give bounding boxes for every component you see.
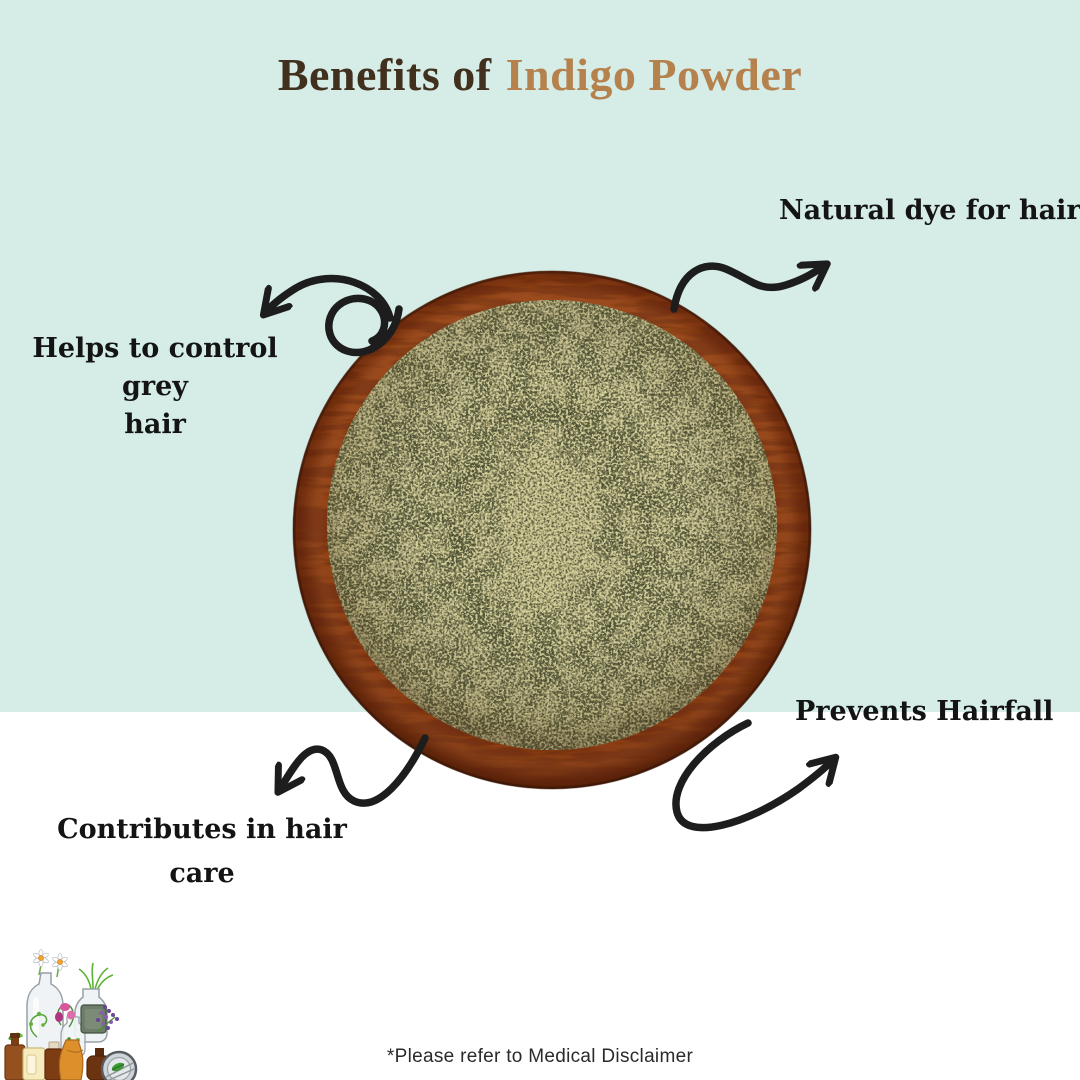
logo-grass: [78, 962, 114, 991]
medical-disclaimer-note: *Please refer to Medical Disclaimer: [386, 1046, 694, 1067]
page-title: Benefits of Indigo Powder: [0, 48, 1080, 101]
benefit-label-line: Contributes in hair: [57, 814, 347, 845]
benefit-label-line: care: [169, 858, 235, 889]
logo-magnifier-lid: [100, 1050, 138, 1080]
indigo-powder: [327, 300, 777, 750]
indigo-powder-bowl-image: [292, 270, 812, 790]
benefit-label-line: Helps to control grey: [32, 333, 278, 402]
benefit-label-prevents-hairfall: Prevents Hairfall: [795, 696, 1054, 727]
benefit-label-grey-hair: Helps to control grey hair: [5, 330, 305, 444]
benefit-label-line: hair: [124, 409, 186, 440]
arrow-top-left-icon: [266, 274, 403, 357]
arrow-top-right-icon: [670, 266, 824, 313]
arrow-bottom-right-icon: [672, 719, 833, 832]
benefit-label-natural-dye: Natural dye for hair: [779, 195, 1080, 226]
title-product-name: Indigo Powder: [505, 49, 803, 100]
logo-daisies: [33, 949, 68, 978]
herbal-bottles-logo: [4, 949, 138, 1080]
arrow-bottom-left-icon: [280, 734, 429, 807]
title-prefix: Benefits of: [277, 49, 492, 100]
benefit-label-hair-care: Contributes in hair care: [52, 808, 352, 896]
